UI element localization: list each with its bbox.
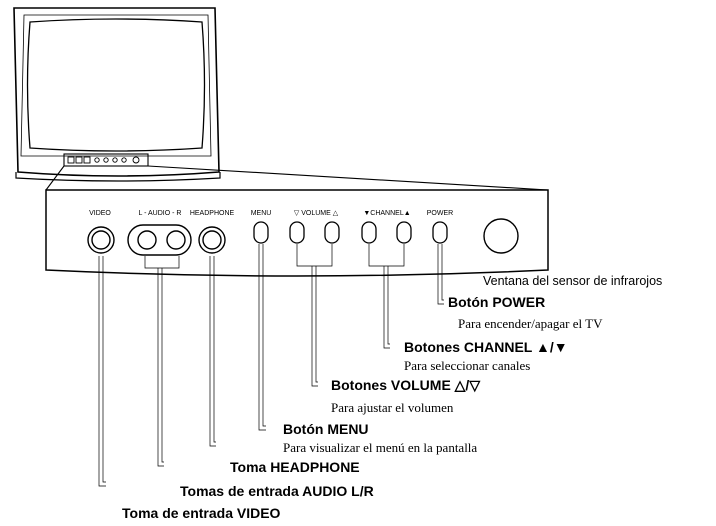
- menu-button[interactable]: [253, 221, 269, 244]
- tv-control-strip: [63, 153, 149, 167]
- leader-lines: [98, 244, 444, 487]
- volume-callout-desc: Para ajustar el volumen: [331, 400, 454, 415]
- infrared-sensor-window: [483, 218, 519, 254]
- volume-callout-title: Botones VOLUME △/▽: [331, 377, 481, 393]
- tv-bezel-inner: [20, 14, 212, 157]
- power-label: POWER: [427, 210, 453, 217]
- audio-callout-title: Tomas de entrada AUDIO L/R: [180, 483, 374, 499]
- channel-up-button[interactable]: [396, 221, 412, 244]
- power-callout-title: Botón POWER: [448, 294, 545, 310]
- tv-base: [15, 172, 221, 182]
- front-panel-outline: [45, 189, 549, 277]
- menu-label: MENU: [251, 210, 272, 217]
- volume-label: ▽ VOLUME △: [294, 210, 339, 217]
- video-callout-title: Toma de entrada VIDEO: [122, 505, 281, 521]
- front-panel: VIDEO L - AUDIO - R HEADPHONE MENU ▽ VOL…: [45, 189, 549, 277]
- video-label: VIDEO: [89, 210, 111, 217]
- audio-jacks[interactable]: [127, 224, 192, 256]
- power-button[interactable]: [432, 221, 448, 244]
- callouts: Ventana del sensor de infrarojos Botón P…: [122, 274, 662, 521]
- tv-set: [13, 7, 221, 182]
- video-jack[interactable]: [87, 226, 115, 254]
- channel-callout-title: Botones CHANNEL ▲/▼: [404, 339, 568, 355]
- power-callout-desc: Para encender/apagar el TV: [458, 316, 603, 331]
- channel-down-button[interactable]: [361, 221, 377, 244]
- menu-callout-desc: Para visualizar el menú en la pantalla: [283, 440, 477, 455]
- channel-callout-desc: Para seleccionar canales: [404, 358, 530, 373]
- headphone-jack[interactable]: [198, 226, 226, 254]
- headphone-callout-title: Toma HEADPHONE: [230, 459, 360, 475]
- tv-control-strip-buttons: [67, 156, 140, 164]
- channel-label: ▼CHANNEL▲: [363, 210, 410, 217]
- tv-screen: [26, 18, 206, 152]
- audio-label: L - AUDIO - R: [139, 210, 182, 217]
- headphone-label: HEADPHONE: [190, 210, 235, 217]
- tv-cabinet: [13, 7, 220, 177]
- sensor-callout: Ventana del sensor de infrarojos: [483, 274, 662, 288]
- zoom-lines: [45, 165, 549, 191]
- volume-down-button[interactable]: [289, 221, 305, 244]
- menu-callout-title: Botón MENU: [283, 421, 369, 437]
- volume-up-button[interactable]: [324, 221, 340, 244]
